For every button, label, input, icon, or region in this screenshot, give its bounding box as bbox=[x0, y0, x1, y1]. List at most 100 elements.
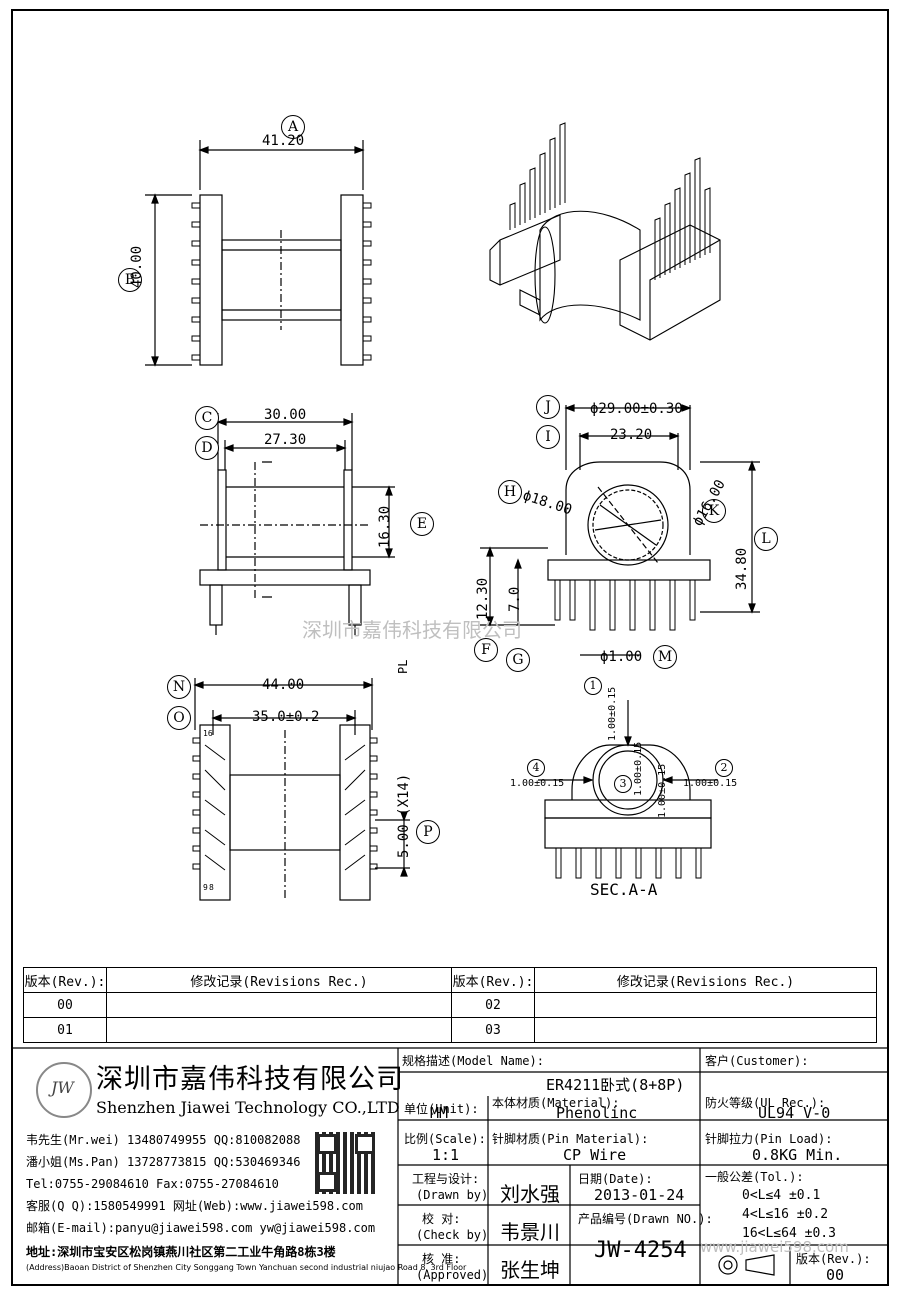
section-title: SEC.A-A bbox=[590, 880, 658, 899]
check-label-en: (Check by) bbox=[416, 1228, 489, 1242]
front-view bbox=[480, 404, 760, 656]
section-num-4: 4 bbox=[527, 759, 545, 777]
label-o: O bbox=[167, 706, 191, 730]
rev-row-0-right: 02 bbox=[451, 992, 535, 1018]
dim-p: 5.00 (X14) bbox=[396, 773, 412, 858]
contact-pan: 潘小姐(Ms.Pan) 13728773815 QQ:530469346 bbox=[26, 1155, 301, 1169]
rec-row-1-right bbox=[534, 1017, 877, 1043]
tol-row-1: 4<L≤16 ±0.2 bbox=[742, 1207, 829, 1222]
section-num-3: 3 bbox=[614, 775, 632, 793]
ul-value: UL94 V-0 bbox=[758, 1104, 831, 1122]
section-dim-4: 1.00±0.15 bbox=[510, 778, 565, 789]
rec-row-0-left bbox=[106, 992, 452, 1018]
rev-label: 版本(Rev.): bbox=[796, 1252, 871, 1266]
check-label: 校 对: bbox=[422, 1212, 461, 1226]
pin-label-16: 16 bbox=[203, 729, 213, 738]
drawn-no-label: 产品编号(Drawn NO.): bbox=[578, 1212, 713, 1226]
label-c: C bbox=[195, 406, 219, 430]
date-value: 2013-01-24 bbox=[594, 1186, 685, 1204]
rev-header-left: 版本(Rev.): bbox=[23, 967, 107, 993]
label-f: F bbox=[474, 638, 498, 662]
label-g: G bbox=[506, 648, 530, 672]
scale-value: 1:1 bbox=[432, 1146, 460, 1164]
unit-label: 单位(Unit): bbox=[404, 1102, 479, 1116]
approve-label: 核 准: bbox=[422, 1252, 461, 1266]
dim-n: 44.00 bbox=[262, 677, 305, 693]
customer-label: 客户(Customer): bbox=[705, 1054, 809, 1068]
model-label: 规格描述(Model Name): bbox=[402, 1054, 544, 1068]
label-d: D bbox=[195, 436, 219, 460]
tol-row-0: 0<L≤4 ±0.1 bbox=[742, 1188, 821, 1203]
title-block-lines bbox=[13, 1047, 887, 1284]
unit-value: MM bbox=[430, 1104, 449, 1122]
label-m: M bbox=[653, 645, 677, 669]
model-value: ER4211卧式(8+8P) bbox=[546, 1076, 685, 1094]
ul-label: 防火等级(UL Rec.): bbox=[705, 1096, 826, 1110]
address-cn: 地址:深圳市宝安区松岗镇燕川社区第二工业牛角路8栋3楼 bbox=[26, 1245, 336, 1259]
drawn-label: 工程与设计: bbox=[412, 1172, 480, 1186]
label-n: N bbox=[167, 675, 191, 699]
label-p: P bbox=[416, 820, 440, 844]
logo-text: JW bbox=[51, 1078, 74, 1097]
drawn-value: 刘水强 bbox=[500, 1182, 560, 1206]
pin-load-value: 0.8KG Min. bbox=[752, 1146, 843, 1164]
dim-g: 7.0 bbox=[507, 586, 523, 612]
rec-row-0-right bbox=[534, 992, 877, 1018]
label-i: I bbox=[536, 425, 560, 449]
dim-c: 30.00 bbox=[264, 407, 307, 423]
dim-m: ϕ1.00 bbox=[600, 649, 643, 665]
dim-i: 23.20 bbox=[610, 427, 653, 443]
drawing-frame bbox=[11, 9, 889, 1286]
rev-row-1-right: 03 bbox=[451, 1017, 535, 1043]
bottom-view bbox=[192, 678, 410, 901]
rec-header-left: 修改记录(Revisions Rec.) bbox=[106, 967, 452, 993]
address-en: (Address)Baoan District of Shenzhen City… bbox=[26, 1263, 467, 1272]
watermark-url: www.jiawei598.com bbox=[700, 1238, 849, 1256]
dim-j: ϕ29.00±0.30 bbox=[590, 401, 683, 417]
rev-value: 00 bbox=[826, 1266, 845, 1284]
label-b: B bbox=[118, 268, 142, 292]
rev-row-1-left: 01 bbox=[23, 1017, 107, 1043]
approve-label-en: (Approved) bbox=[416, 1268, 489, 1282]
label-h: H bbox=[498, 480, 522, 504]
rec-row-1-left bbox=[106, 1017, 452, 1043]
pin-label-8: 8 bbox=[209, 883, 214, 892]
watermark: 深圳市嘉伟科技有限公司 bbox=[302, 618, 522, 642]
section-dim-3: 1.00±0.15 bbox=[633, 741, 644, 796]
rec-header-right: 修改记录(Revisions Rec.) bbox=[534, 967, 877, 993]
section-num-1: 1 bbox=[584, 677, 602, 695]
check-value: 韦景川 bbox=[500, 1220, 560, 1244]
rev-row-0-left: 00 bbox=[23, 992, 107, 1018]
approve-value: 张生坤 bbox=[500, 1258, 560, 1282]
section-dim-1: 1.00±0.15 bbox=[607, 686, 618, 741]
top-view bbox=[145, 140, 372, 367]
dim-e: 16.30 bbox=[377, 505, 393, 548]
label-e: E bbox=[410, 512, 434, 536]
date-label: 日期(Date): bbox=[578, 1172, 653, 1186]
pin-material-value: CP Wire bbox=[563, 1146, 627, 1164]
contact-wei: 韦先生(Mr.wei) 13480749955 QQ:810082088 bbox=[26, 1133, 301, 1147]
label-l: L bbox=[754, 527, 778, 551]
dim-a: 41.20 bbox=[262, 133, 305, 149]
section-dim-5: 1.00±0.15 bbox=[657, 763, 668, 818]
contact-web: 客服(Q Q):1580549991 网址(Web):www.jiawei598… bbox=[26, 1199, 363, 1213]
projection-symbol bbox=[716, 1252, 780, 1278]
rev-header-right: 版本(Rev.): bbox=[451, 967, 535, 993]
material-label: 本体材质(Material): bbox=[492, 1096, 620, 1110]
side-view bbox=[199, 413, 395, 635]
material-value: Phenolinc bbox=[556, 1104, 638, 1122]
qr-code bbox=[315, 1132, 377, 1194]
section-view bbox=[538, 700, 718, 879]
label-k: K bbox=[702, 499, 726, 523]
tol-label: 一般公差(Tol.): bbox=[705, 1170, 804, 1184]
dim-pl: PL bbox=[396, 659, 410, 674]
dim-o: 35.0±0.2 bbox=[252, 709, 320, 725]
pin-label-9: 9 bbox=[203, 883, 208, 892]
company-logo: JW bbox=[36, 1062, 92, 1118]
company-name-cn: 深圳市嘉伟科技有限公司 bbox=[96, 1064, 404, 1095]
revision-table: 版本(Rev.): 修改记录(Revisions Rec.) 版本(Rev.):… bbox=[23, 967, 877, 1043]
section-num-2: 2 bbox=[715, 759, 733, 777]
pin-load-label: 针脚拉力(Pin Load): bbox=[705, 1132, 833, 1146]
isometric-view bbox=[489, 122, 721, 341]
label-j: J bbox=[536, 395, 560, 419]
